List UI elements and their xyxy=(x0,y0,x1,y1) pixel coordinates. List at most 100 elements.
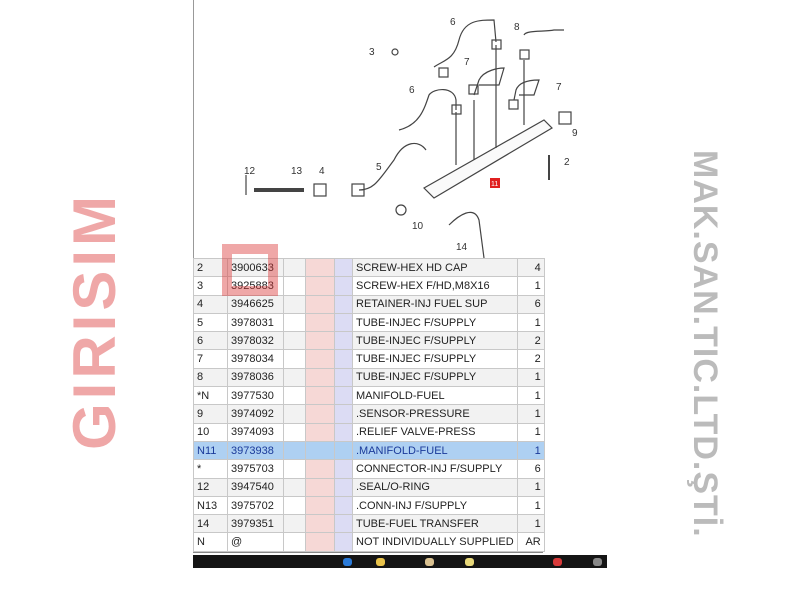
taskbar-app-icon[interactable] xyxy=(593,558,602,566)
callout-7b: 7 xyxy=(556,82,562,93)
blank-cell xyxy=(305,477,335,497)
ref-cell: 6 xyxy=(193,331,228,351)
blank-cell xyxy=(305,422,335,442)
tube-6b xyxy=(398,89,457,131)
quantity-cell: 1 xyxy=(516,404,545,424)
quantity-cell: 4 xyxy=(516,257,545,278)
blank-cell xyxy=(305,312,335,333)
ref-cell: 9 xyxy=(193,404,228,424)
quantity-cell: 1 xyxy=(516,440,545,461)
quantity-cell: 1 xyxy=(516,514,545,534)
blank-cell xyxy=(283,495,306,516)
fuel-rail xyxy=(423,119,553,199)
blank-cell xyxy=(283,422,306,442)
blank-cell xyxy=(334,532,353,552)
callout-6: 6 xyxy=(450,17,456,28)
description-cell: .RELIEF VALVE-PRESS xyxy=(352,422,518,442)
blank-cell xyxy=(305,367,335,388)
taskbar-app-icon[interactable] xyxy=(465,558,474,566)
blank-cell xyxy=(334,312,353,333)
callout-6b: 6 xyxy=(409,85,415,96)
tube-7a xyxy=(473,67,505,96)
part-number-cell: 3979351 xyxy=(227,514,284,534)
part-number-cell: 3978036 xyxy=(227,367,284,388)
blank-cell xyxy=(305,257,335,278)
description-cell: MANIFOLD-FUEL xyxy=(352,386,518,406)
fuel-manifold-drawing: 6 8 3 7 7 6 9 2 5 12 13 4 10 14 11 xyxy=(244,17,578,258)
ref-cell: N xyxy=(193,532,228,552)
blank-cell xyxy=(334,294,353,314)
blank-cell xyxy=(283,349,306,369)
part-number-cell: 3974093 xyxy=(227,422,284,442)
quantity-cell: 1 xyxy=(516,495,545,516)
blank-cell xyxy=(305,495,335,516)
ref-cell: N13 xyxy=(193,495,228,516)
table-bottom-border xyxy=(193,552,543,553)
parts-diagram: 6 8 3 7 7 6 9 2 5 12 13 4 10 14 11 xyxy=(193,0,608,258)
tube-6a xyxy=(433,19,497,68)
quantity-cell: 2 xyxy=(516,331,545,351)
ref-cell: * xyxy=(193,459,228,479)
blank-cell xyxy=(305,459,335,479)
blank-cell xyxy=(334,422,353,442)
description-cell: SCREW-HEX F/HD,M8X16 xyxy=(352,276,518,296)
blank-cell xyxy=(334,331,353,351)
taskbar-app-icon[interactable] xyxy=(343,558,352,566)
blank-cell xyxy=(334,404,353,424)
part-number-cell: @ xyxy=(227,532,284,552)
blank-cell xyxy=(305,404,335,424)
taskbar-app-icon[interactable] xyxy=(553,558,562,566)
callout-3: 3 xyxy=(369,47,375,58)
part-number-cell: 3900633 xyxy=(227,257,284,278)
blank-cell xyxy=(283,386,306,406)
ref-cell: 12 xyxy=(193,477,228,497)
blank-cell xyxy=(334,495,353,516)
part-number-cell: 3974092 xyxy=(227,404,284,424)
callout-10: 10 xyxy=(412,221,424,232)
blank-cell xyxy=(334,367,353,388)
quantity-cell: 6 xyxy=(516,459,545,479)
blank-cell xyxy=(283,257,306,278)
description-cell: SCREW-HEX HD CAP xyxy=(352,257,518,278)
part-number-cell: 3978032 xyxy=(227,331,284,351)
blank-cell xyxy=(334,386,353,406)
taskbar-app-icon[interactable] xyxy=(425,558,434,566)
blank-cell xyxy=(334,440,353,461)
callout-12: 12 xyxy=(244,166,256,177)
quantity-cell: 1 xyxy=(516,367,545,388)
quantity-cell: 1 xyxy=(516,422,545,442)
quantity-cell: 1 xyxy=(516,312,545,333)
highlight-marker xyxy=(490,178,500,188)
taskbar-folder-icon[interactable] xyxy=(376,558,385,566)
part-number-cell: 3978034 xyxy=(227,349,284,369)
blank-cell xyxy=(283,331,306,351)
watermark-logo xyxy=(222,244,278,296)
taskbar xyxy=(193,555,607,568)
blank-cell xyxy=(334,459,353,479)
description-cell: NOT INDIVIDUALLY SUPPLIED xyxy=(352,532,518,552)
tube-7b xyxy=(513,79,540,101)
callout-7: 7 xyxy=(464,57,470,68)
callout-8: 8 xyxy=(514,22,520,33)
description-cell: TUBE-FUEL TRANSFER xyxy=(352,514,518,534)
ref-cell: 8 xyxy=(193,367,228,388)
blank-cell xyxy=(305,276,335,296)
ref-cell: *N xyxy=(193,386,228,406)
watermark-line1: GIRISIM xyxy=(61,191,128,450)
